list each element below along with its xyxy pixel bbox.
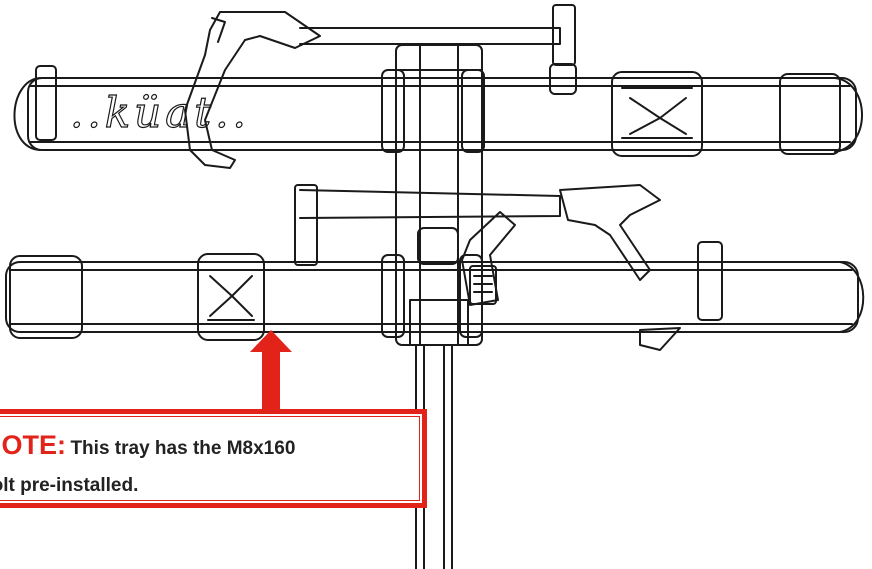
upper-tray xyxy=(13,65,863,157)
note-line-1: NOTE: This tray has the M8x160 xyxy=(0,426,422,469)
note-callout-box xyxy=(0,409,427,508)
tilt-lever xyxy=(417,211,516,306)
lower-tray xyxy=(5,241,865,351)
lower-arm xyxy=(294,184,661,281)
note-body-line2: bolt pre-installed. xyxy=(0,475,139,496)
note-heading: NOTE: xyxy=(0,430,66,460)
kuat-logo: ..küat.. xyxy=(70,88,250,137)
note-body-line1: This tray has the M8x160 xyxy=(70,438,296,459)
callout-arrow xyxy=(250,330,292,410)
